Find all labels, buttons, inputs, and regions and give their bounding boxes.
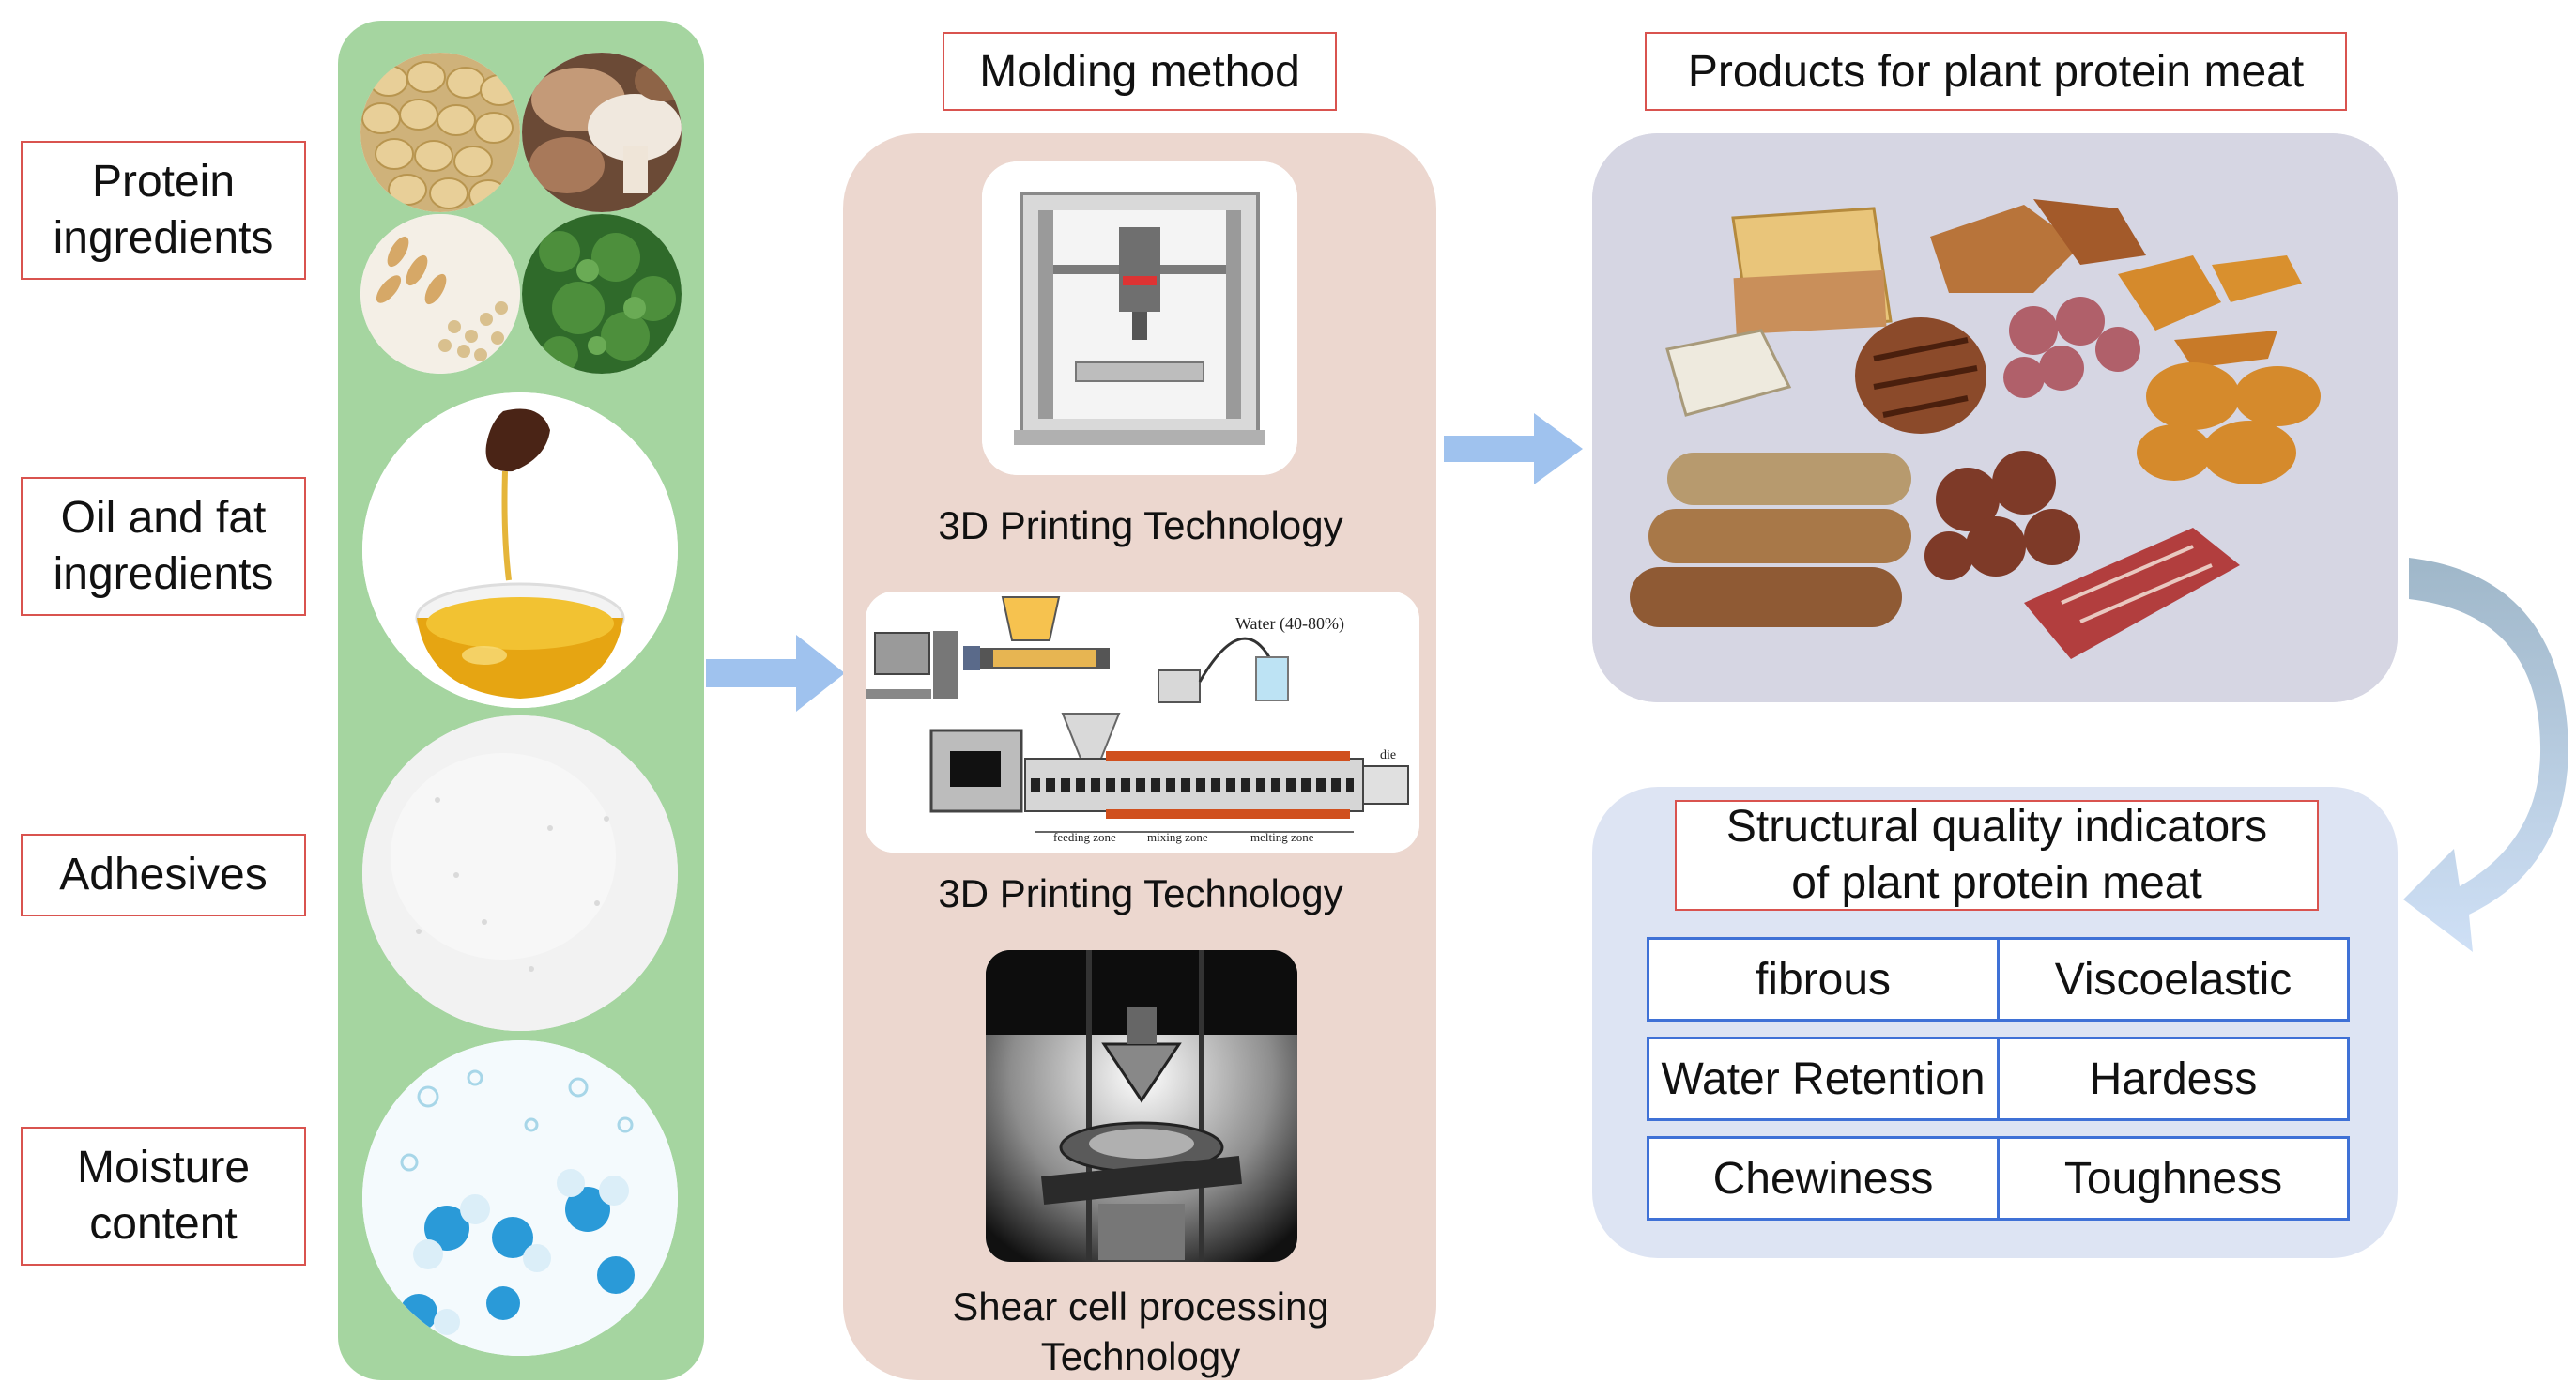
curved-arrow-icon <box>2403 558 2568 952</box>
oil-fat-ingredients-label: Oil and fat ingredients <box>21 477 306 616</box>
arrow-right-icon-2 <box>1444 413 1583 484</box>
molding-method-title: Molding method <box>943 32 1337 111</box>
feeding-zone-label: feeding zone <box>1053 830 1116 844</box>
adhesive-powder-image <box>362 715 678 1031</box>
water-molecules-image <box>362 1040 678 1356</box>
indicator-viscoelastic: Viscoelastic <box>1997 937 2350 1022</box>
indicator-toughness: Toughness <box>1997 1136 2350 1221</box>
extruder-image: Water (40-80%) die feeding zone mixing z… <box>866 592 1419 853</box>
arrow-right-icon <box>706 635 845 712</box>
water-label: Water (40-80%) <box>1235 614 1344 634</box>
protein-ingredients-label: Protein ingredients <box>21 141 306 280</box>
indicator-water-retention: Water Retention <box>1647 1037 2000 1121</box>
mushrooms-image <box>522 53 682 212</box>
method-caption-1: 3D Printing Technology <box>938 503 1343 547</box>
adhesives-label: Adhesives <box>21 834 306 916</box>
soybeans-image <box>360 53 520 212</box>
plant-meat-products-image <box>1592 133 2398 702</box>
melting-zone-label: melting zone <box>1250 830 1314 844</box>
3d-printer-image <box>982 161 1297 475</box>
oil-image <box>362 392 678 708</box>
method-caption-3: Shear cell processing Technology <box>952 1284 1329 1378</box>
die-label: die <box>1380 748 1396 762</box>
products-panel <box>1592 133 2398 702</box>
shear-cell-image <box>986 950 1297 1262</box>
indicator-chewiness: Chewiness <box>1647 1136 2000 1221</box>
indicator-hardess: Hardess <box>1997 1037 2350 1121</box>
mixing-zone-label: mixing zone <box>1147 830 1208 844</box>
method-caption-2: 3D Printing Technology <box>938 871 1343 915</box>
quality-title: Structural quality indicators of plant p… <box>1675 800 2319 911</box>
moisture-content-label: Moisture content <box>21 1127 306 1266</box>
algae-image <box>522 214 682 374</box>
indicator-fibrous: fibrous <box>1647 937 2000 1022</box>
wheat-image <box>360 214 520 374</box>
products-title: Products for plant protein meat <box>1645 32 2347 111</box>
